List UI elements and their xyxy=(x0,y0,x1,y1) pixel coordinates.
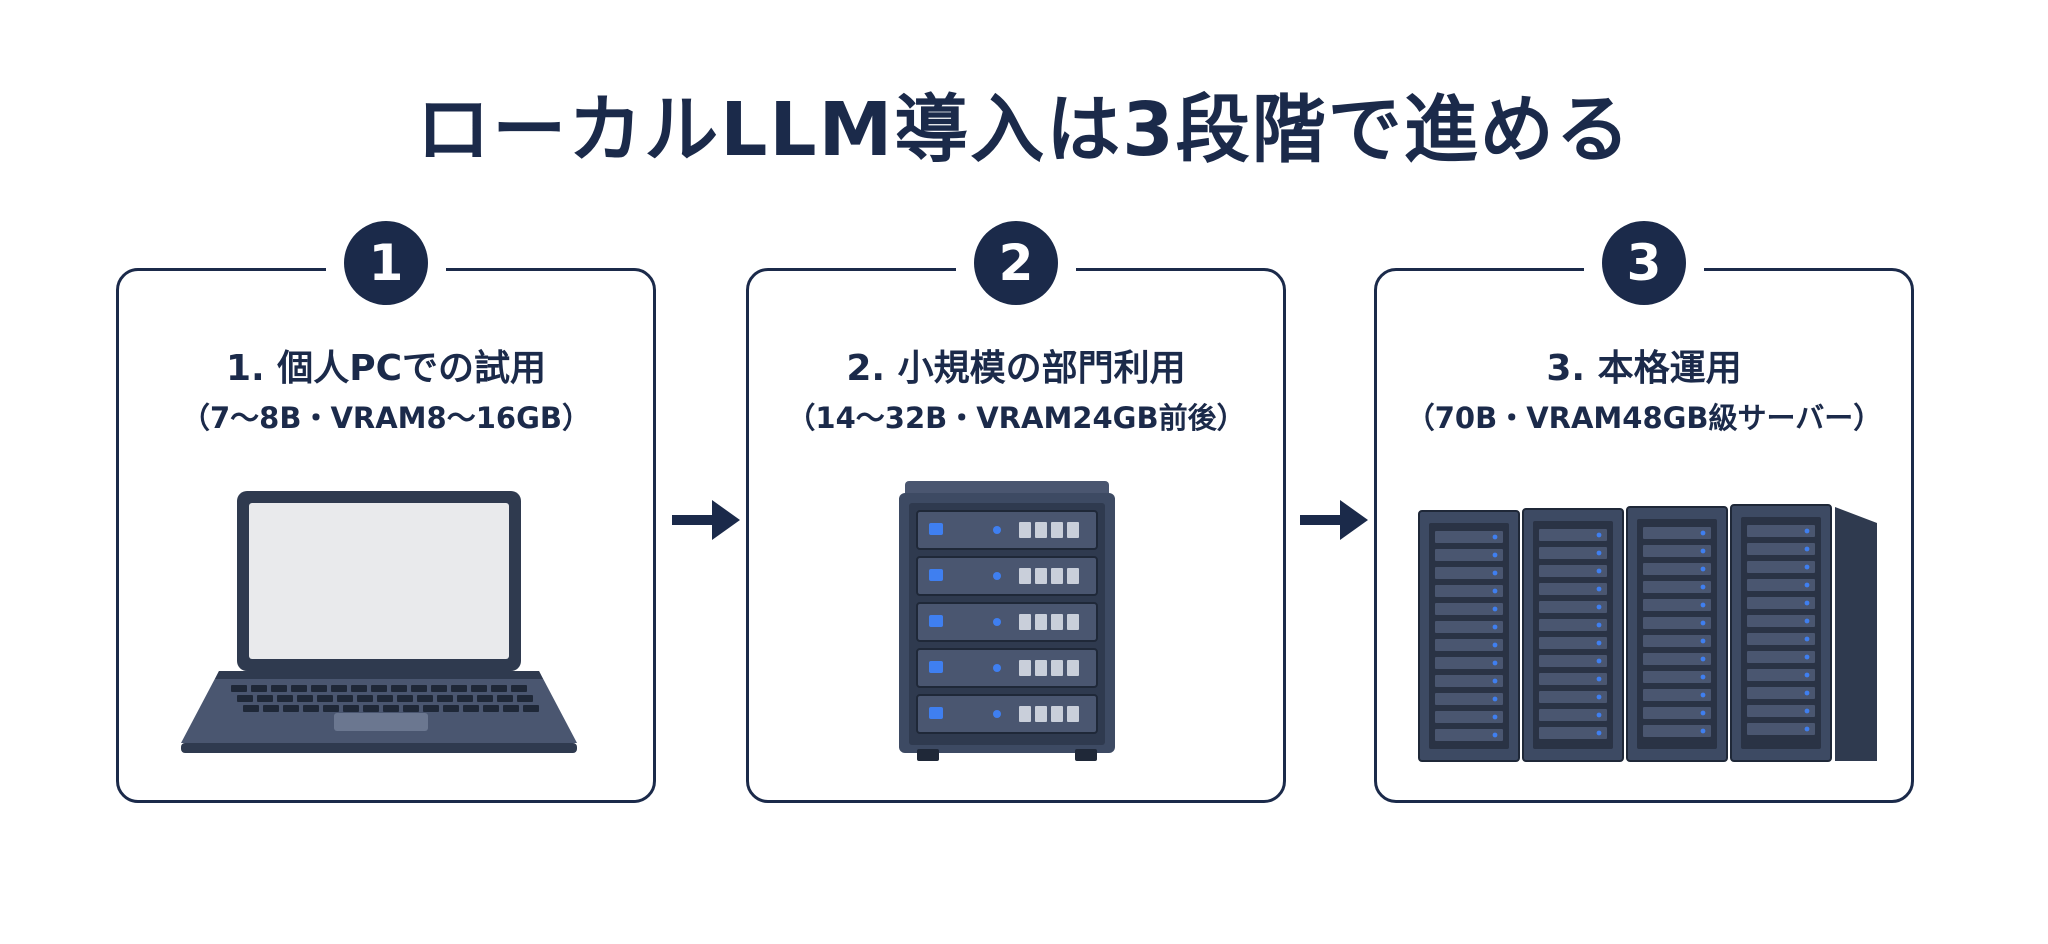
diagram-title: ローカルLLM導入は3段階で進める xyxy=(416,87,1632,173)
laptop-icon xyxy=(119,481,653,781)
step-subtitle: （7～8B・VRAM8～16GB） xyxy=(181,401,591,435)
step-card-2: 2 2. 小規模の部門利用 （14～32B・VRAM24GB前後） xyxy=(746,221,1286,803)
step-title: 3. 本格運用 xyxy=(1546,348,1742,389)
step-subtitle: （14～32B・VRAM24GB前後） xyxy=(786,401,1246,435)
server-racks-icon xyxy=(1377,481,1911,781)
step-title: 2. 小規模の部門利用 xyxy=(846,348,1186,389)
arrow-right-icon xyxy=(672,498,742,542)
step-number-badge: 2 xyxy=(974,221,1058,305)
step-number-badge: 3 xyxy=(1602,221,1686,305)
arrow-right-icon xyxy=(1300,498,1370,542)
step-title: 1. 個人PCでの試用 xyxy=(225,348,547,389)
step-number-badge: 1 xyxy=(344,221,428,305)
step-card-1: 1 1. 個人PCでの試用 （7～8B・VRAM8～16GB） xyxy=(116,221,656,803)
tower-server-icon xyxy=(749,481,1283,781)
step-card-3: 3 3. 本格運用 （70B・VRAM48GB級サーバー） xyxy=(1374,221,1914,803)
step-subtitle: （70B・VRAM48GB級サーバー） xyxy=(1405,401,1883,435)
